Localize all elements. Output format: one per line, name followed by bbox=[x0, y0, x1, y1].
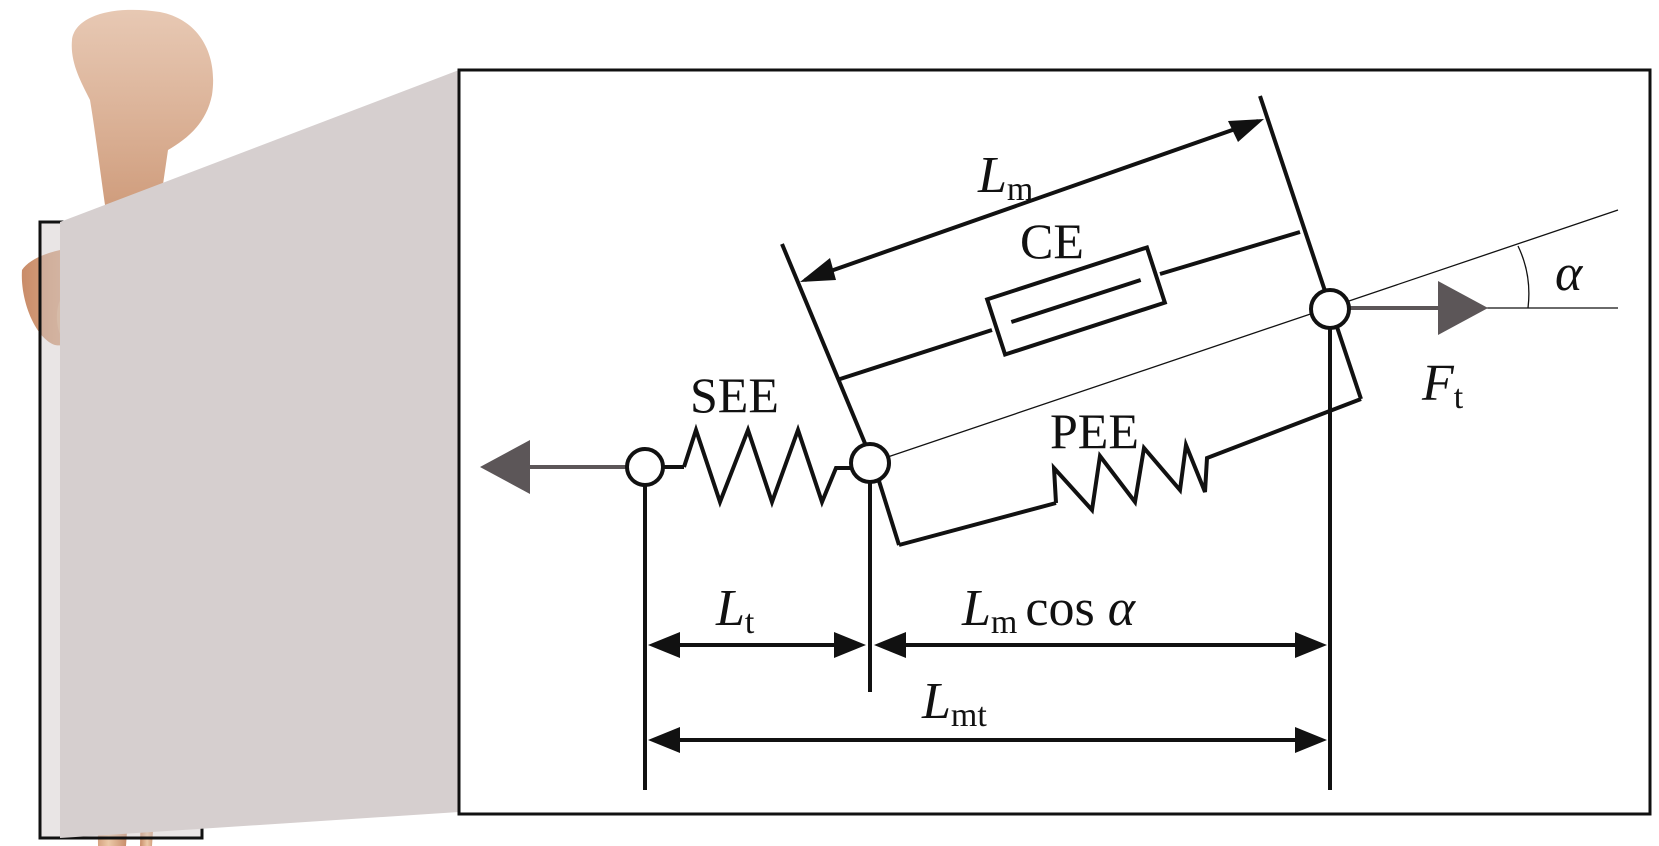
lmt-label: Lmt bbox=[921, 673, 987, 734]
see-left-node bbox=[625, 447, 665, 487]
pennation-angle-arc bbox=[1517, 245, 1530, 309]
lm-dimension-arrow bbox=[804, 119, 1259, 282]
lm-label: Lm bbox=[977, 147, 1033, 208]
series-elastic-element-spring bbox=[682, 423, 852, 509]
ce-label: CE bbox=[1020, 213, 1084, 269]
tendon-force-arrowhead bbox=[1438, 281, 1488, 335]
hill-type-model-schematic bbox=[480, 95, 1619, 790]
ft-label: Ft bbox=[1421, 355, 1464, 416]
contractile-element-box bbox=[984, 244, 1168, 358]
alpha-label: α bbox=[1555, 245, 1584, 302]
muscle-proximal-node bbox=[849, 442, 891, 484]
zoom-projection bbox=[60, 70, 459, 838]
lt-label: Lt bbox=[715, 580, 755, 641]
parallel-elastic-element-spring bbox=[1051, 397, 1362, 515]
fiber-direction-line bbox=[869, 209, 1619, 464]
left-force-arrowhead bbox=[480, 440, 530, 494]
muscle-distal-node bbox=[1309, 288, 1351, 330]
see-label: SEE bbox=[690, 367, 779, 423]
pee-lower-wire bbox=[898, 501, 1057, 547]
pee-label: PEE bbox=[1050, 403, 1139, 459]
